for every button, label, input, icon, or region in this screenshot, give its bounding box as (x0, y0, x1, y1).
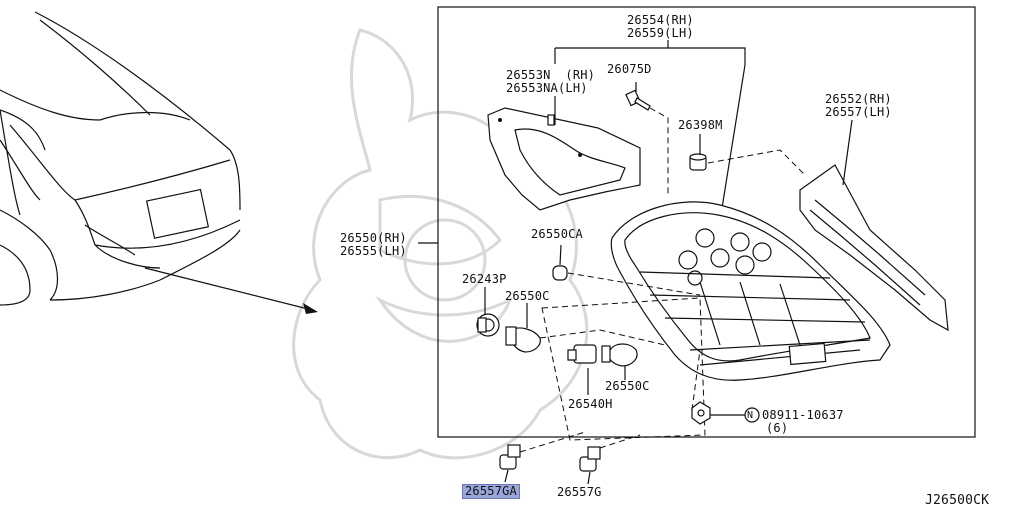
label-26550c-right[interactable]: 26550C (605, 379, 650, 393)
label-26553na-lh[interactable]: 26553NA(LH) (506, 81, 588, 95)
bulb-26550c-right (601, 343, 638, 367)
label-26075d[interactable]: 26075D (607, 62, 652, 76)
label-08911-qty: (6) (766, 421, 789, 435)
label-26554-rh[interactable]: 26554(RH) (627, 13, 694, 27)
label-26557g[interactable]: 26557G (557, 485, 602, 499)
diagram-id: J26500CK (925, 493, 990, 508)
leader-arrow (144, 267, 313, 311)
label-26540h[interactable]: 26540H (568, 397, 613, 411)
grommet-26398m (689, 153, 707, 171)
label-26553n-rh[interactable]: 26553N (RH) (506, 68, 596, 82)
clip-26557ga (499, 444, 521, 470)
label-26552-rh[interactable]: 26552(RH) (825, 92, 892, 106)
label-26398m[interactable]: 26398M (678, 118, 723, 132)
socket-dashed-box (541, 297, 706, 441)
label-26559-lh[interactable]: 26559(LH) (627, 26, 694, 40)
label-08911[interactable]: 08911-10637 (762, 408, 844, 422)
socket-26243p (476, 313, 500, 337)
bulb-26550c-left (505, 326, 541, 353)
nut-08911 (691, 401, 711, 425)
assembly-frame (437, 6, 976, 438)
cover-plate-26553 (487, 107, 641, 211)
label-26550ca[interactable]: 26550CA (531, 227, 583, 241)
label-26557ga-highlighted[interactable]: 26557GA (462, 484, 520, 499)
vehicle-rear-view (0, 11, 241, 306)
rear-combination-lamp (610, 201, 891, 381)
socket-26540h (567, 344, 597, 364)
bulb-26550ca (552, 265, 568, 281)
label-26243p[interactable]: 26243P (462, 272, 507, 286)
watermark-emblem (292, 28, 589, 460)
label-26557-lh[interactable]: 26557(LH) (825, 105, 892, 119)
n-symbol-circle (744, 407, 760, 423)
clip-26557g (579, 446, 601, 472)
label-26550c-left[interactable]: 26550C (505, 289, 550, 303)
arrow-head (303, 303, 318, 314)
label-26550-rh[interactable]: 26550(RH) (340, 231, 407, 245)
screw-26075d (625, 89, 651, 111)
label-26555-lh[interactable]: 26555(LH) (340, 244, 407, 258)
finisher-26552 (799, 164, 949, 332)
label-n-symbol: N (747, 410, 754, 421)
